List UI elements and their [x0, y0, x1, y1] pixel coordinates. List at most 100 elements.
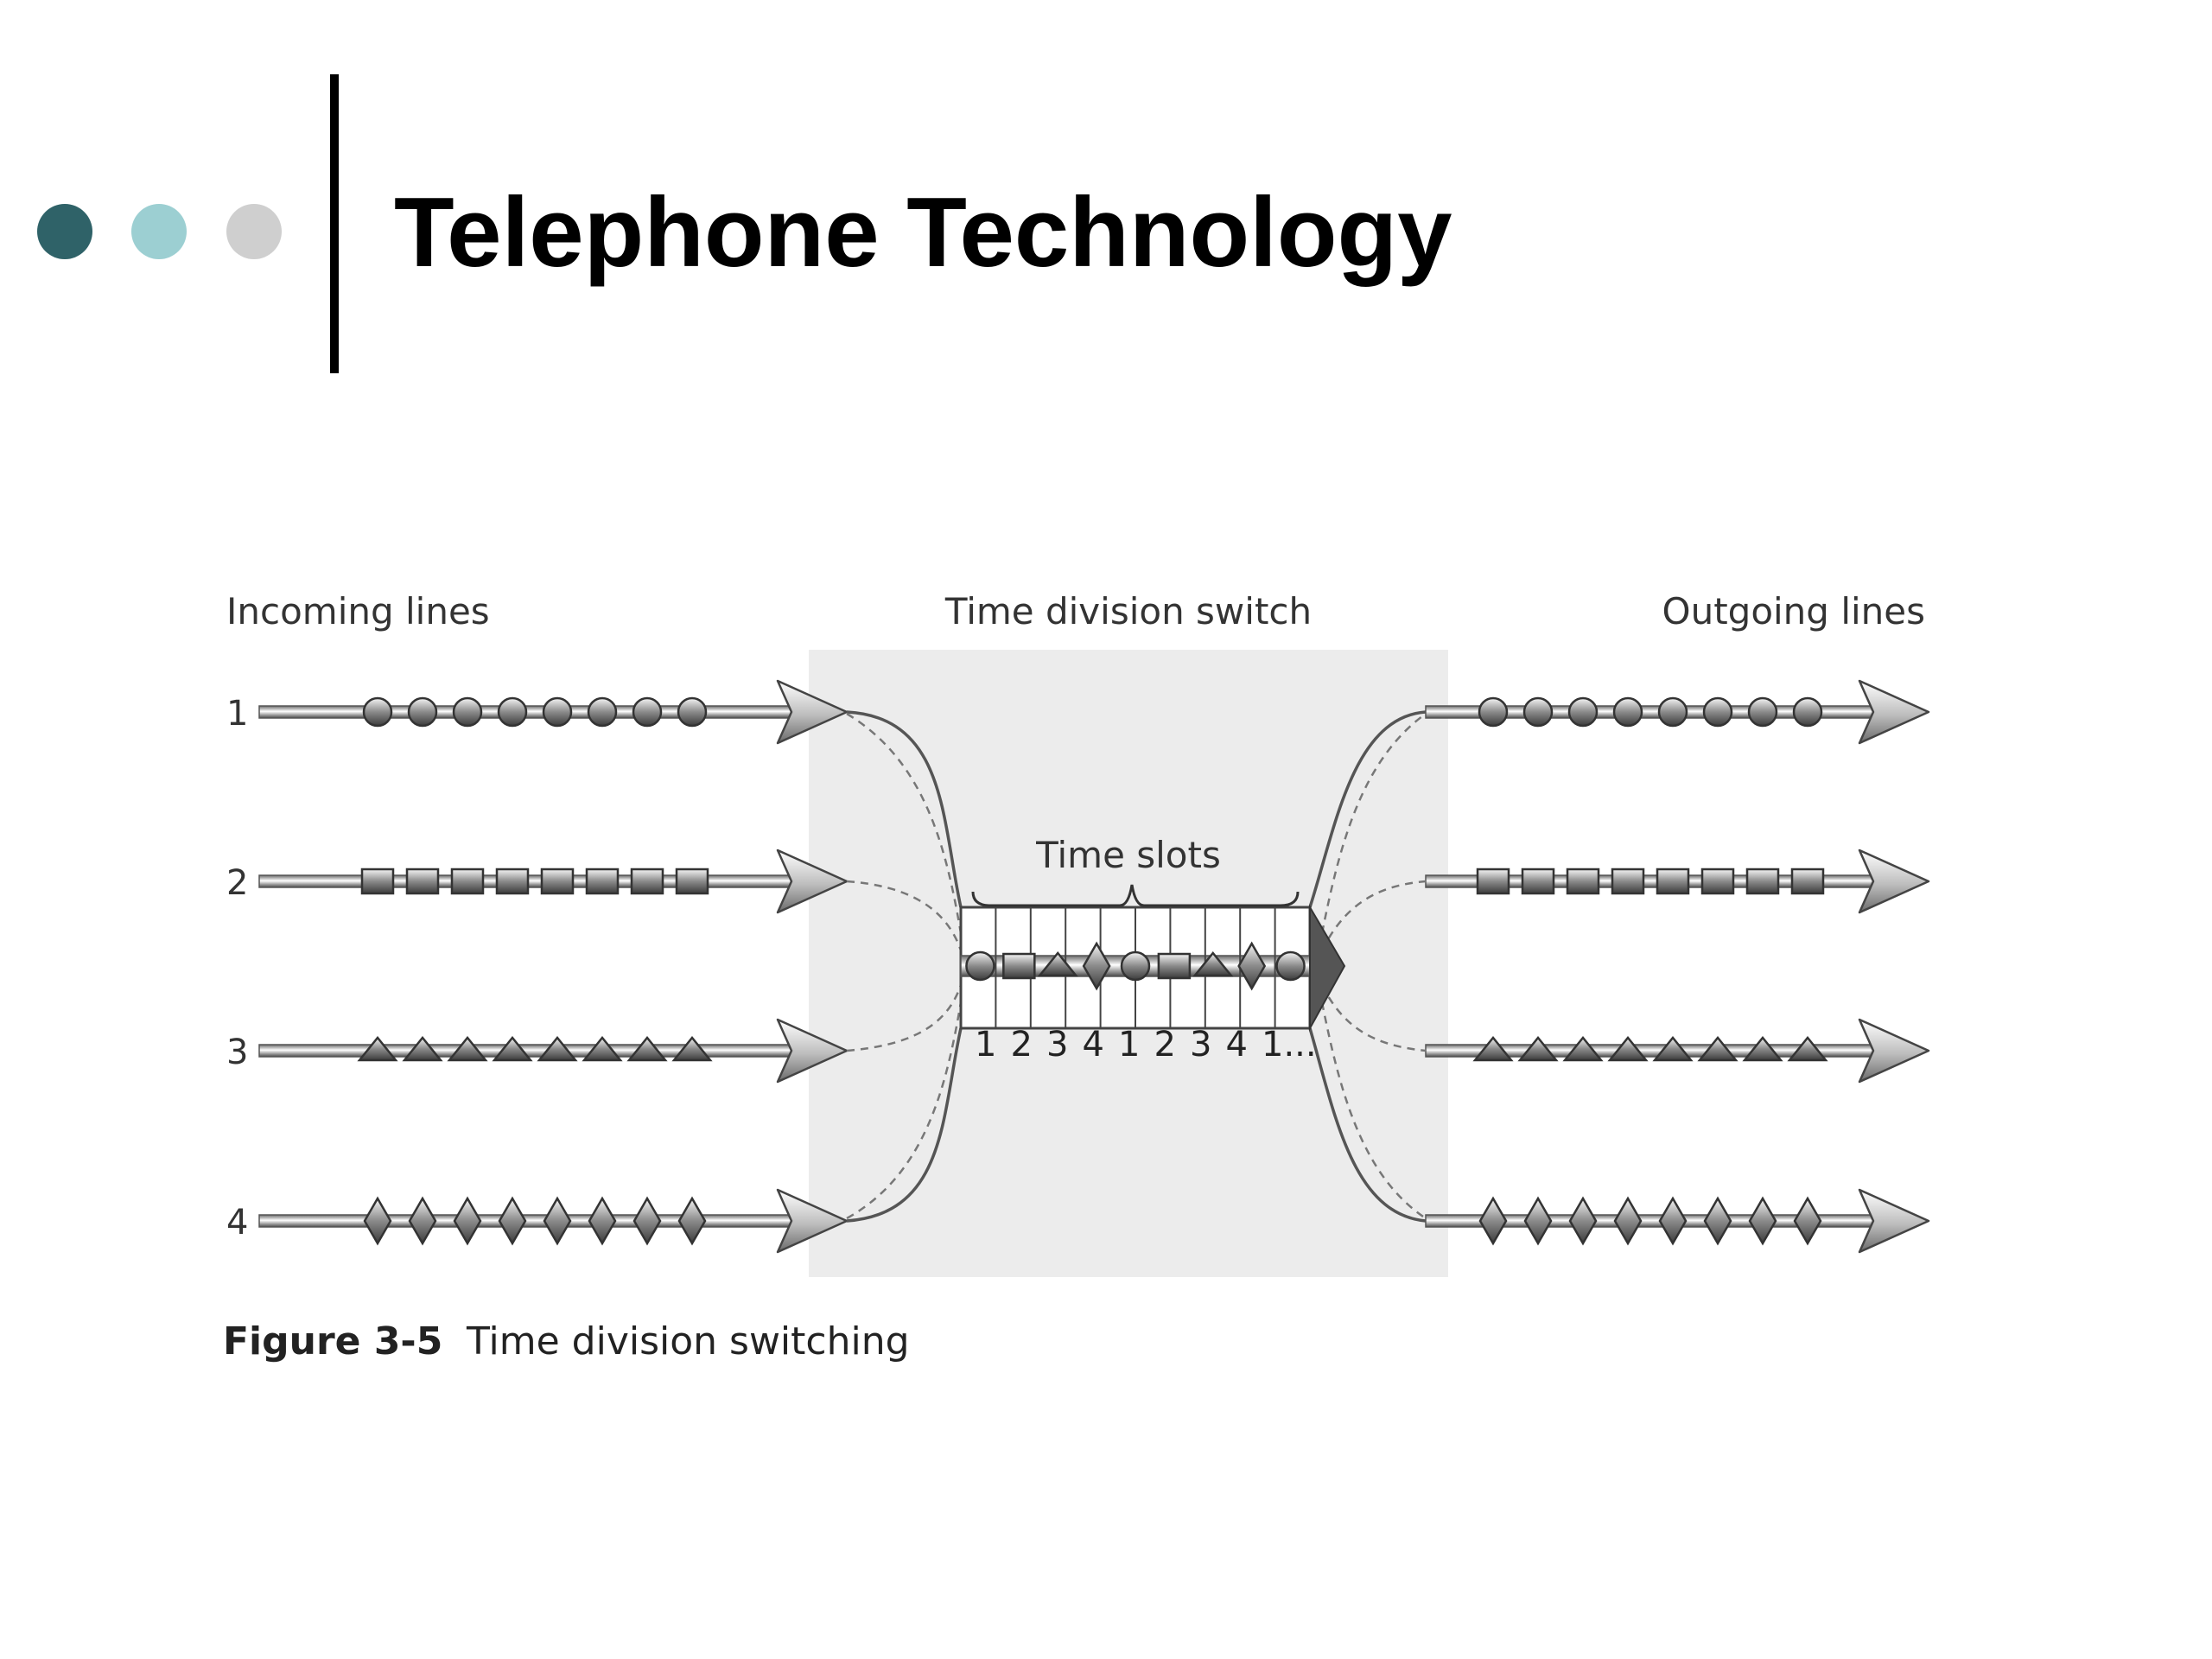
- line-3-in-triangle-icon: [537, 1036, 578, 1062]
- line-1-out-circle-icon: [1478, 696, 1509, 728]
- line-4-in-diamond-icon: [677, 1196, 707, 1246]
- line-1-out-circle-icon: [1747, 696, 1778, 728]
- outgoing-line-2-dashed: [1320, 880, 1427, 951]
- line-4-in-diamond-icon: [588, 1196, 617, 1246]
- slot-number: 2: [1154, 1025, 1176, 1065]
- bus-arrow-head: [1309, 904, 1346, 1032]
- outgoing-line-3-dashed: [1320, 984, 1427, 1052]
- line-4-out-diamond-icon: [1748, 1196, 1777, 1246]
- slot-number: 1: [975, 1025, 996, 1065]
- decor-dot-dark: [37, 204, 92, 259]
- line-4-outgoing-arrow-head: [1858, 1188, 1930, 1254]
- line-3-in-triangle-icon: [357, 1036, 398, 1062]
- line-2-out-square-icon: [1790, 868, 1825, 895]
- line-2-out-square-icon: [1566, 868, 1600, 895]
- line-1-out-circle-icon: [1702, 696, 1733, 728]
- line-1-in-circle-icon: [632, 696, 663, 728]
- switch-connections: [846, 710, 1427, 1223]
- line-1-number: 1: [226, 694, 248, 734]
- incoming-line-1-dashed: [846, 712, 963, 934]
- outgoing-line-1-dashed: [1320, 712, 1427, 934]
- line-2-out-square-icon: [1700, 868, 1735, 895]
- decor-dot-light: [131, 204, 187, 259]
- line-2-in-square-icon: [360, 868, 395, 895]
- line-1-in-circle-icon: [677, 696, 708, 728]
- bus-slot-triangle-icon: [1192, 951, 1234, 977]
- line-3-number: 3: [226, 1033, 248, 1072]
- line-3-out-triangle-icon: [1742, 1036, 1783, 1062]
- line-1-out-circle-icon: [1657, 696, 1688, 728]
- line-3-out-triangle-icon: [1697, 1036, 1738, 1062]
- line-2-in-square-icon: [585, 868, 620, 895]
- line-2-number: 2: [226, 863, 248, 903]
- header-divider: [330, 74, 339, 373]
- line-2-out-square-icon: [1521, 868, 1555, 895]
- incoming-line-4-dashed: [846, 1001, 963, 1220]
- line-4-out-diamond-icon: [1523, 1196, 1553, 1246]
- line-2-outgoing-arrow-head: [1858, 849, 1930, 914]
- line-2-in-square-icon: [405, 868, 440, 895]
- bus-slot-square-icon: [1002, 952, 1036, 980]
- bus-slot-circle-icon: [1120, 950, 1151, 982]
- time-slots-brace: [971, 884, 1300, 907]
- line-4-number: 4: [226, 1203, 248, 1243]
- switch-label: Time division switch: [944, 590, 1312, 632]
- outgoing-line-4-dashed: [1320, 1001, 1427, 1220]
- incoming-line-2-dashed: [846, 880, 963, 951]
- line-4-incoming-arrow-shaft: [258, 1214, 796, 1228]
- slot-number: 2: [1011, 1025, 1033, 1065]
- line-4-in-diamond-icon: [632, 1196, 662, 1246]
- outgoing-top-curve: [1308, 710, 1427, 908]
- line-4-in-diamond-icon: [363, 1196, 392, 1246]
- line-3-in-triangle-icon: [671, 1036, 713, 1062]
- line-4-in-diamond-icon: [543, 1196, 572, 1246]
- line-2-in-square-icon: [540, 868, 575, 895]
- slide-title: Telephone Technology: [394, 178, 1452, 288]
- line-3-in-triangle-icon: [402, 1036, 443, 1062]
- line-3-in-triangle-icon: [626, 1036, 668, 1062]
- incoming-bottom-curve: [846, 1027, 963, 1223]
- line-4-in-diamond-icon: [498, 1196, 527, 1246]
- line-3-out-triangle-icon: [1652, 1036, 1694, 1062]
- line-1-in-circle-icon: [542, 696, 573, 728]
- incoming-line-3-dashed: [846, 984, 963, 1052]
- line-4-out-diamond-icon: [1658, 1196, 1688, 1246]
- incoming-top-curve: [846, 710, 963, 908]
- bus-slot-diamond-icon: [1082, 941, 1111, 991]
- line-3-incoming-arrow-head: [776, 1018, 849, 1084]
- figure-number: Figure 3-5: [223, 1319, 442, 1363]
- slot-number: 4: [1226, 1025, 1248, 1065]
- line-1-out-circle-icon: [1567, 696, 1599, 728]
- line-3-in-triangle-icon: [492, 1036, 533, 1062]
- line-4-out-diamond-icon: [1568, 1196, 1598, 1246]
- line-1-incoming-arrow-head: [776, 679, 849, 745]
- line-4-out-diamond-icon: [1793, 1196, 1822, 1246]
- incoming-lines-label: Incoming lines: [226, 590, 490, 632]
- bus-slot-circle-icon: [1275, 950, 1306, 982]
- bus-slot-triangle-icon: [1037, 951, 1078, 977]
- line-3-out-triangle-icon: [1787, 1036, 1828, 1062]
- line-1-out-circle-icon: [1612, 696, 1643, 728]
- outgoing-bottom-curve: [1308, 1027, 1427, 1223]
- line-2-in-square-icon: [450, 868, 485, 895]
- line-3-in-triangle-icon: [447, 1036, 488, 1062]
- line-2-in-square-icon: [630, 868, 664, 895]
- line-4-in-diamond-icon: [453, 1196, 482, 1246]
- bus-slot-square-icon: [1157, 952, 1192, 980]
- figure-caption: Time division switching: [466, 1319, 910, 1363]
- line-3-out-triangle-icon: [1562, 1036, 1604, 1062]
- slot-number: 3: [1046, 1025, 1068, 1065]
- line-4-out-diamond-icon: [1478, 1196, 1508, 1246]
- slide-header: Telephone Technology: [0, 0, 2212, 397]
- slot-number: 1: [1118, 1025, 1140, 1065]
- line-2-out-square-icon: [1656, 868, 1690, 895]
- line-2-incoming-arrow-head: [776, 849, 849, 914]
- slot-number: 4: [1083, 1025, 1104, 1065]
- line-2-out-square-icon: [1476, 868, 1510, 895]
- line-2-out-square-icon: [1745, 868, 1780, 895]
- line-2-out-square-icon: [1611, 868, 1645, 895]
- line-1-in-circle-icon: [452, 696, 483, 728]
- line-3-out-triangle-icon: [1607, 1036, 1649, 1062]
- line-3-outgoing-arrow-head: [1858, 1018, 1930, 1084]
